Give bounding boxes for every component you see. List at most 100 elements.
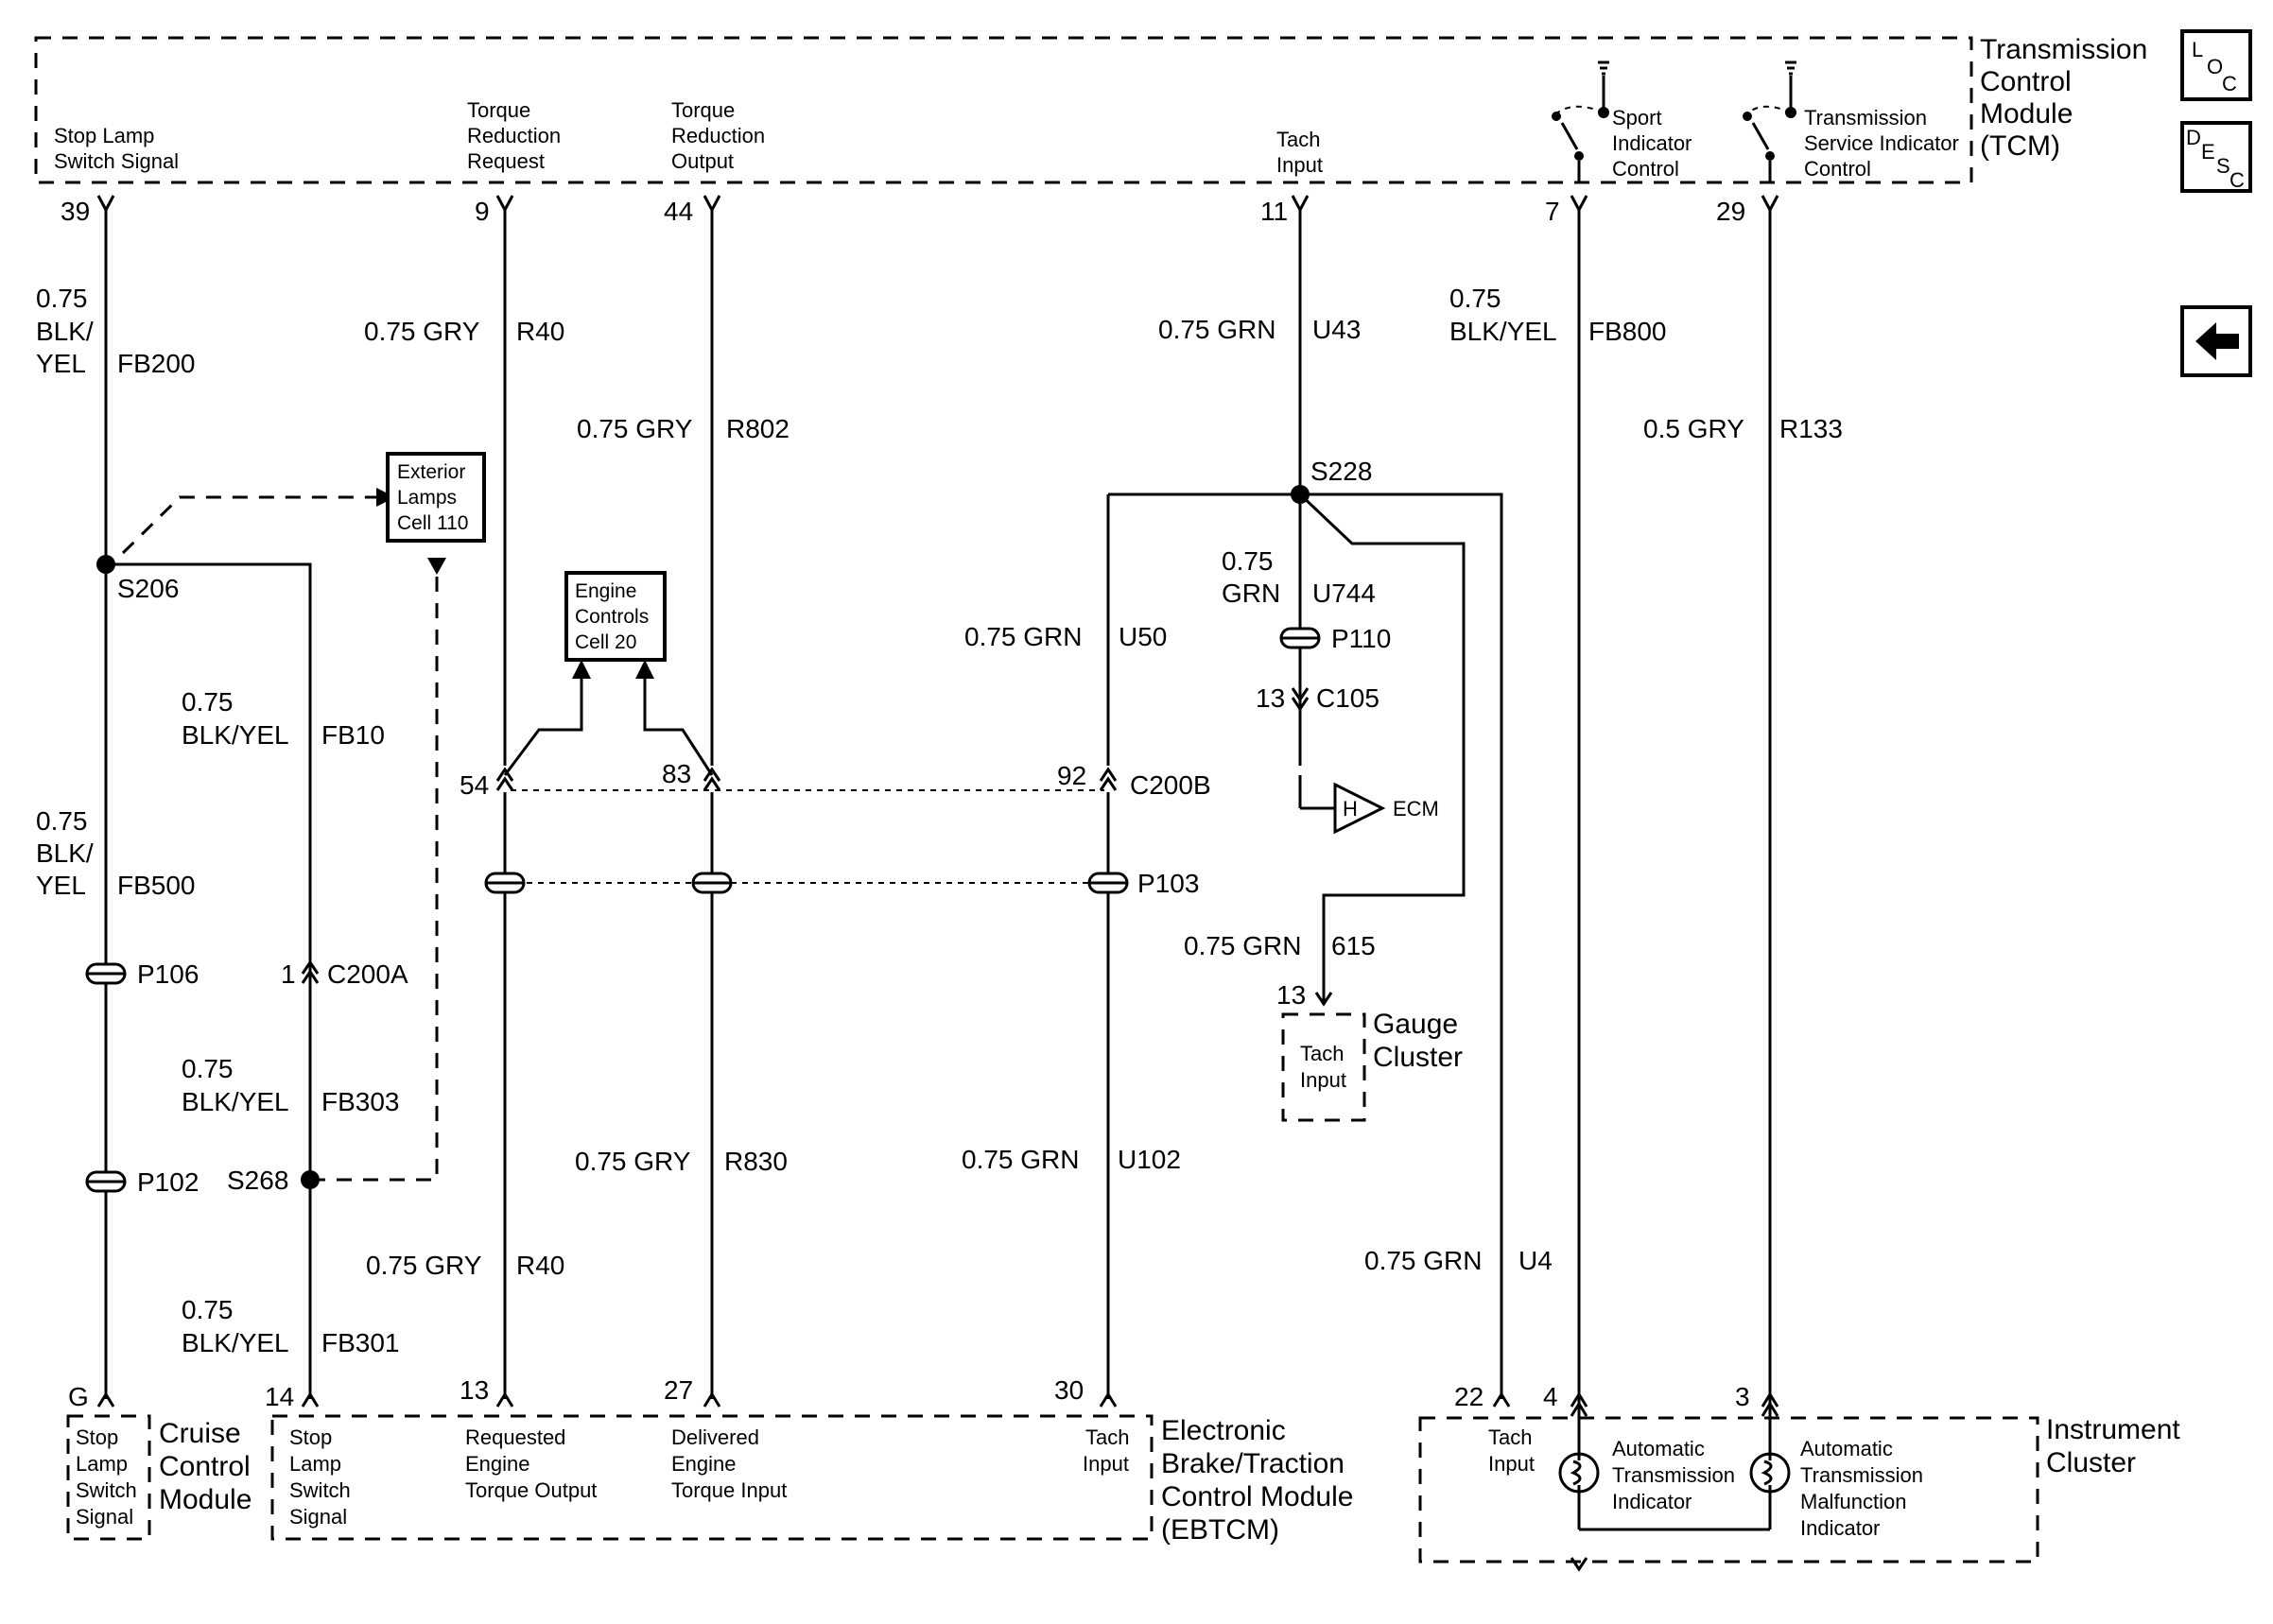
svg-text:83: 83 xyxy=(662,759,691,788)
svg-text:Controls: Controls xyxy=(575,606,649,628)
svg-text:0.75 GRY: 0.75 GRY xyxy=(364,317,480,346)
desc-icon[interactable]: D E S C xyxy=(2180,121,2252,193)
svg-text:BLK/YEL: BLK/YEL xyxy=(182,1328,289,1357)
svg-text:Switch: Switch xyxy=(76,1478,137,1502)
svg-text:U50: U50 xyxy=(1119,622,1167,651)
p110-inline-connector xyxy=(1279,627,1321,649)
svg-text:Automatic: Automatic xyxy=(1800,1437,1893,1460)
svg-text:Electronic: Electronic xyxy=(1161,1415,1286,1446)
p102-label: P102 xyxy=(137,1167,199,1197)
svg-text:Cluster: Cluster xyxy=(2046,1447,2136,1478)
svg-text:27: 27 xyxy=(664,1375,693,1405)
instrument-cluster: 22 4 3 Tach Input Automatic Transmission… xyxy=(1418,1382,2180,1572)
svg-text:0.75 GRN: 0.75 GRN xyxy=(1158,315,1276,344)
svg-text:Service Indicator: Service Indicator xyxy=(1804,131,1959,155)
svg-text:0.5 GRY: 0.5 GRY xyxy=(1643,414,1744,443)
svg-text:Tach: Tach xyxy=(1276,128,1320,151)
svg-text:U4: U4 xyxy=(1518,1246,1553,1275)
p103-inline-connectors xyxy=(484,872,1129,894)
svg-text:0.75: 0.75 xyxy=(36,284,88,313)
svg-text:U102: U102 xyxy=(1118,1145,1181,1174)
tcm-pin-stop-lamp-label: Stop Lamp Switch Signal xyxy=(54,124,179,173)
svg-text:Module: Module xyxy=(159,1484,252,1515)
svg-text:FB10: FB10 xyxy=(321,720,385,750)
c200b-terminals xyxy=(495,767,1118,791)
wire-label-r40-bottom: 0.75 GRY R40 xyxy=(366,1251,564,1280)
svg-text:0.75 GRY: 0.75 GRY xyxy=(577,414,693,443)
svg-text:Control Module: Control Module xyxy=(1161,1481,1353,1512)
svg-text:R40: R40 xyxy=(516,1251,564,1280)
wire-label-u744: 0.75 GRN U744 xyxy=(1222,546,1376,608)
svg-text:S: S xyxy=(2216,154,2230,178)
service-switch-icon xyxy=(1743,60,1796,182)
tcm-pin-sport-label: Sport Indicator Control xyxy=(1612,106,1692,181)
svg-text:E: E xyxy=(2201,140,2215,164)
wire-label-r133: 0.5 GRY R133 xyxy=(1643,414,1843,443)
svg-text:0.75 GRY: 0.75 GRY xyxy=(575,1147,691,1176)
svg-text:R830: R830 xyxy=(724,1147,788,1176)
wire-label-r802: 0.75 GRY R802 xyxy=(577,414,789,443)
back-arrow-icon[interactable] xyxy=(2180,305,2252,377)
svg-text:Cruise: Cruise xyxy=(159,1418,241,1449)
wire-label-u50: 0.75 GRN U50 xyxy=(964,622,1167,651)
wire-label-r40-top: 0.75 GRY R40 xyxy=(364,317,564,346)
svg-text:0.75 GRN: 0.75 GRN xyxy=(964,622,1083,651)
p106-inline-connector xyxy=(85,962,127,985)
svg-text:4: 4 xyxy=(1543,1382,1558,1411)
svg-text:Stop Lamp: Stop Lamp xyxy=(54,124,154,147)
wire-615 xyxy=(1298,492,1466,1002)
svg-text:0.75 GRN: 0.75 GRN xyxy=(1184,931,1302,960)
svg-text:FB200: FB200 xyxy=(117,349,196,378)
engine-controls-reference[interactable]: Engine Controls Cell 20 xyxy=(564,571,667,662)
svg-text:Input: Input xyxy=(1276,153,1323,177)
svg-text:Transmission: Transmission xyxy=(1612,1463,1735,1487)
svg-text:0.75: 0.75 xyxy=(182,1295,234,1324)
svg-text:C105: C105 xyxy=(1316,683,1379,713)
svg-text:0.75 GRY: 0.75 GRY xyxy=(366,1251,482,1280)
svg-text:FB500: FB500 xyxy=(117,871,196,900)
ecm-reference: H ECM xyxy=(1333,782,1439,835)
loc-icon[interactable]: L O C xyxy=(2180,29,2252,101)
svg-text:Tach: Tach xyxy=(1300,1042,1344,1065)
svg-text:0.75: 0.75 xyxy=(182,687,234,717)
svg-text:Reduction: Reduction xyxy=(671,124,765,147)
svg-text:Lamps: Lamps xyxy=(397,487,457,509)
svg-text:Gauge: Gauge xyxy=(1373,1009,1458,1040)
svg-text:Sport: Sport xyxy=(1612,106,1662,130)
svg-text:Torque Output: Torque Output xyxy=(465,1478,597,1502)
s268-splice xyxy=(301,1170,320,1189)
splice-label-s228: S228 xyxy=(1310,457,1372,486)
tcm-pin-torque-request-label: Torque Reduction Request xyxy=(467,98,561,173)
wire-u4 xyxy=(1300,492,1503,1399)
svg-text:FB303: FB303 xyxy=(321,1087,400,1116)
svg-text:92: 92 xyxy=(1057,761,1086,790)
svg-text:44: 44 xyxy=(664,197,693,226)
p110-label: P110 xyxy=(1331,624,1391,653)
svg-text:0.75: 0.75 xyxy=(1222,546,1274,576)
svg-text:BLK/YEL: BLK/YEL xyxy=(182,720,289,750)
svg-text:0.75: 0.75 xyxy=(36,806,88,836)
svg-text:Control: Control xyxy=(1612,157,1679,181)
svg-text:Module: Module xyxy=(1980,98,2073,130)
svg-text:Instrument: Instrument xyxy=(2046,1414,2180,1445)
p103-label: P103 xyxy=(1137,869,1199,898)
svg-text:Engine: Engine xyxy=(671,1452,737,1476)
svg-text:C: C xyxy=(2222,72,2237,95)
svg-text:R133: R133 xyxy=(1779,414,1843,443)
c200b-label: 54 83 92 C200B xyxy=(460,759,1211,800)
c200a-label: 1 C200A xyxy=(281,959,408,989)
svg-text:BLK/: BLK/ xyxy=(36,838,94,868)
svg-text:39: 39 xyxy=(61,197,90,226)
svg-text:C200B: C200B xyxy=(1130,770,1211,800)
svg-text:R40: R40 xyxy=(516,317,564,346)
svg-text:YEL: YEL xyxy=(36,349,86,378)
svg-text:U43: U43 xyxy=(1312,315,1361,344)
wire-label-615: 0.75 GRN 615 xyxy=(1184,931,1376,960)
svg-text:H: H xyxy=(1343,797,1358,821)
svg-text:Output: Output xyxy=(671,149,734,173)
p106-label: P106 xyxy=(137,959,199,989)
svg-text:Transmission: Transmission xyxy=(1980,34,2147,65)
exterior-lamps-reference[interactable]: Exterior Lamps Cell 110 xyxy=(386,452,486,543)
svg-text:Signal: Signal xyxy=(289,1505,347,1529)
svg-text:Lamp: Lamp xyxy=(289,1452,341,1476)
